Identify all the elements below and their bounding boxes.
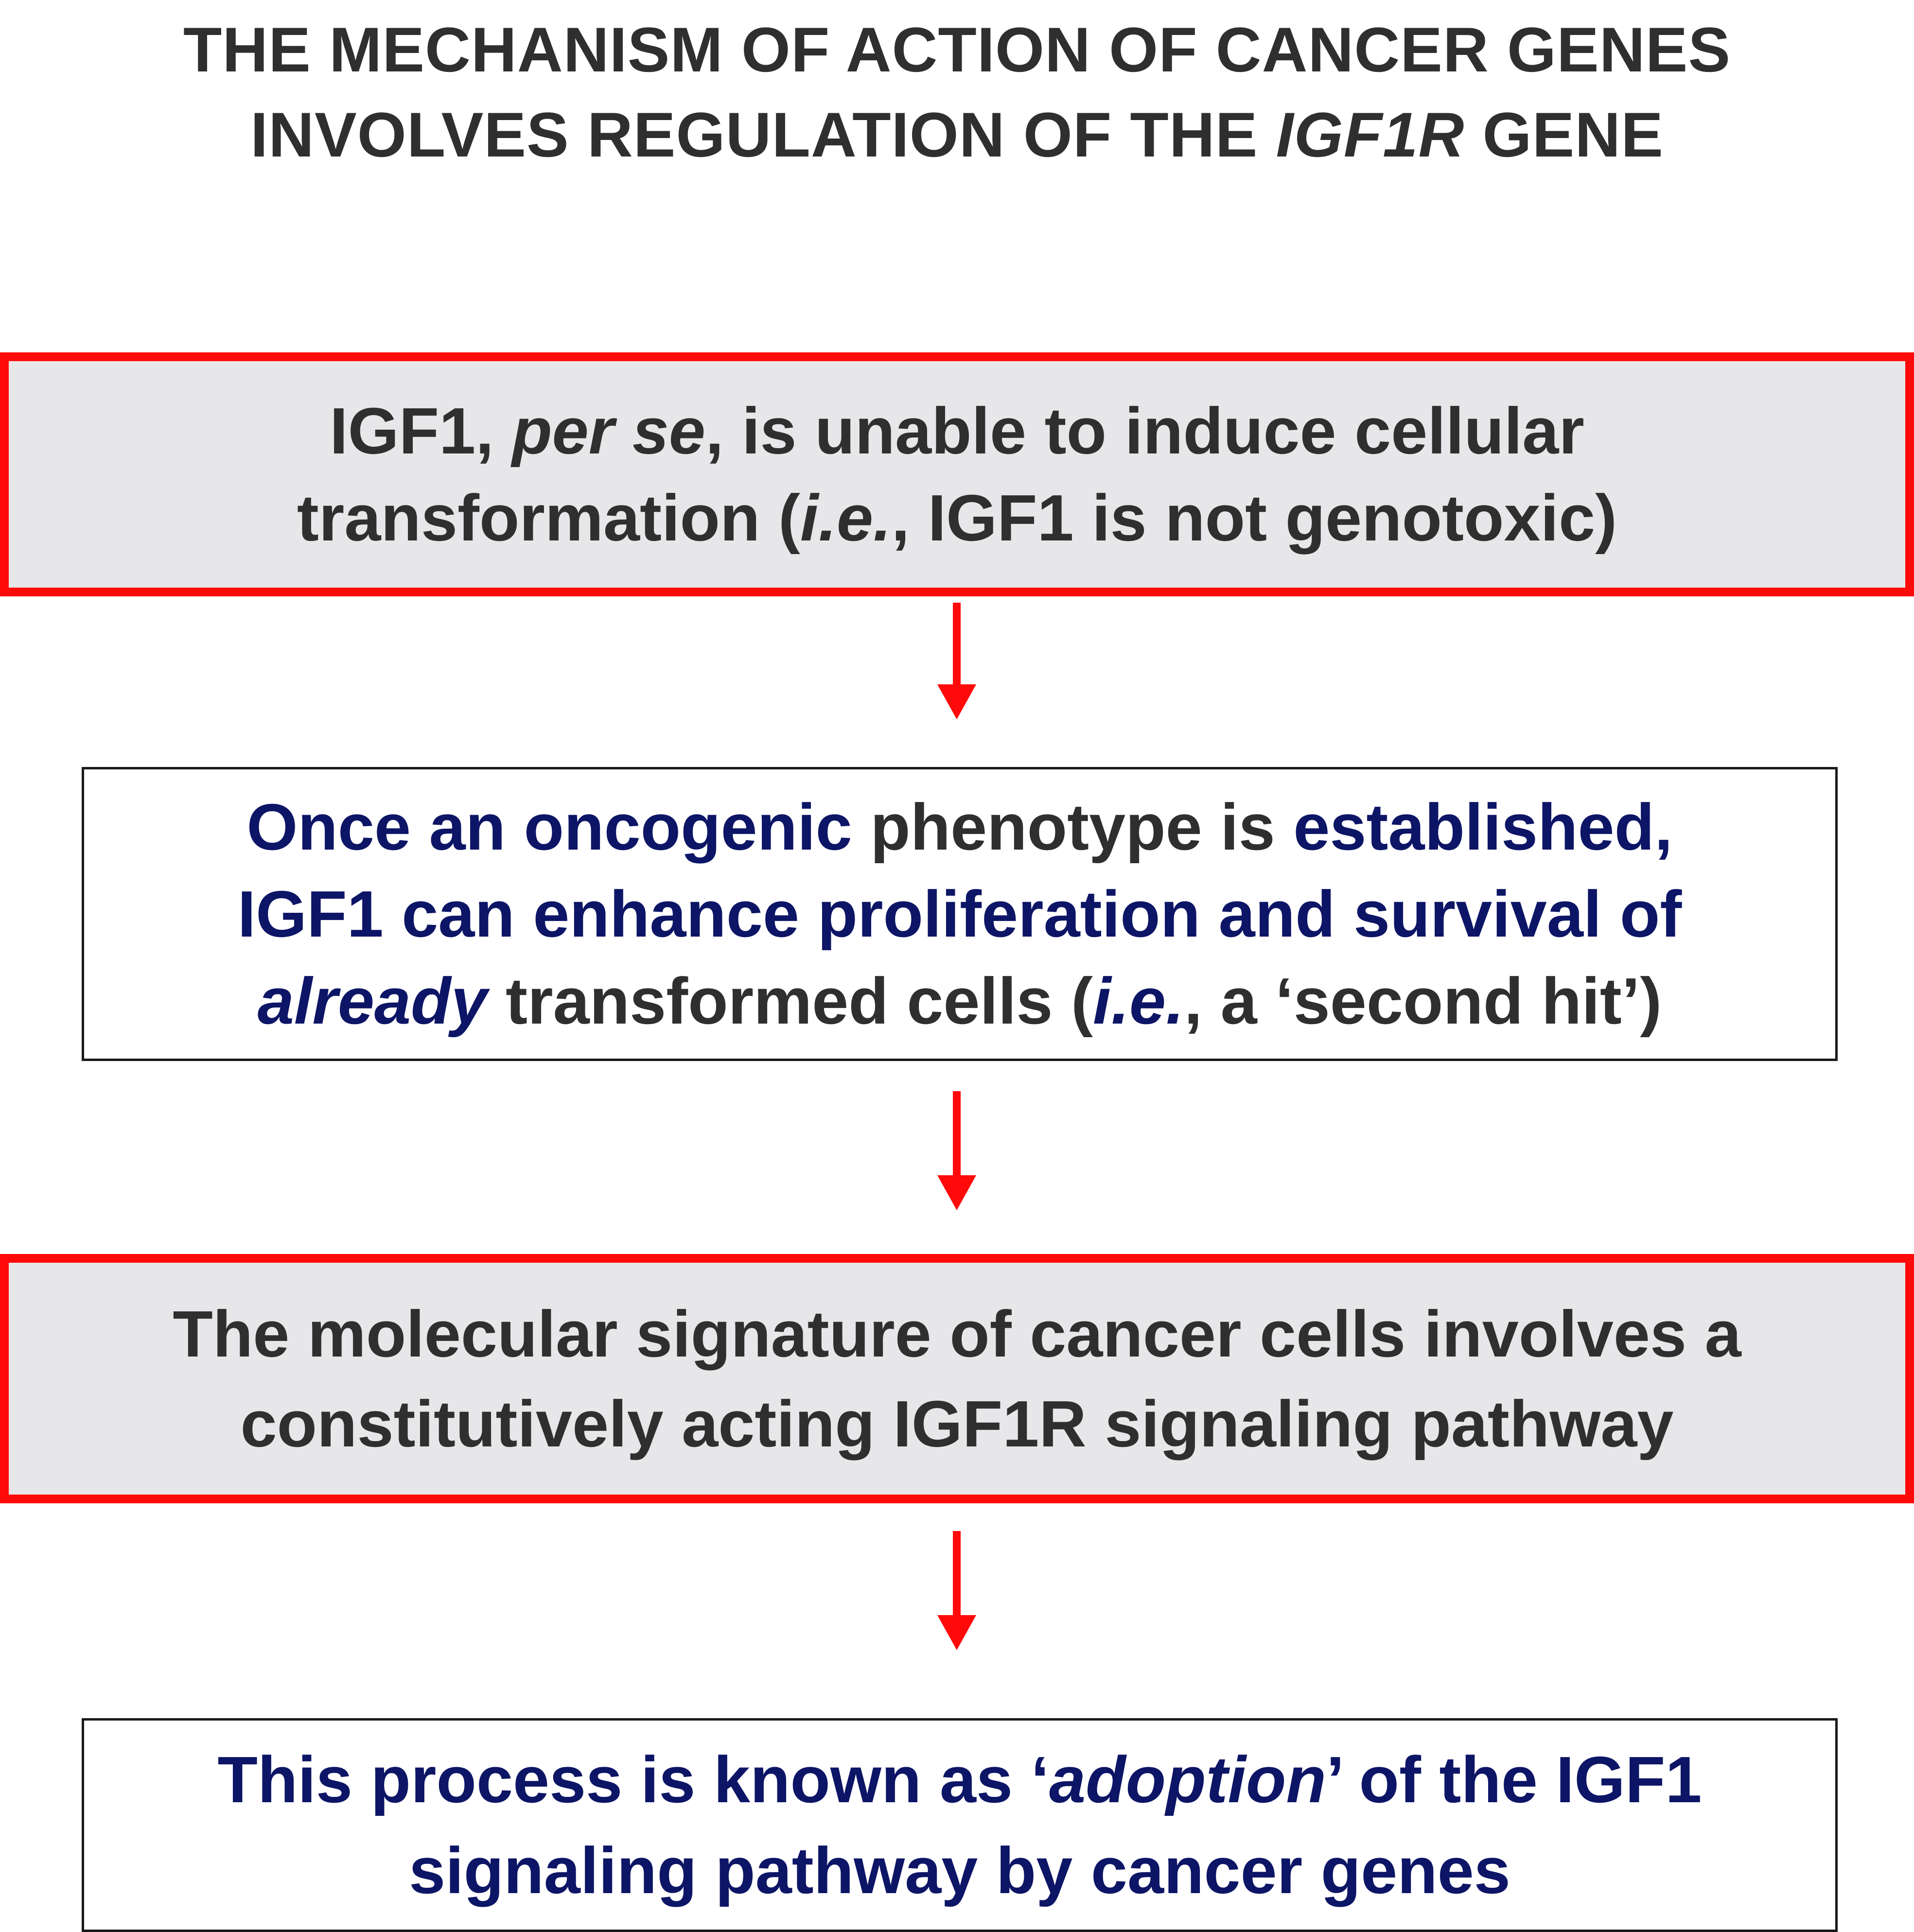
title-text: GENE xyxy=(1464,99,1664,170)
box1-line-2: transformation (i.e., IGF1 is not genoto… xyxy=(297,485,1617,551)
flow-box-molecular-signature: The molecular signature of cancer cells … xyxy=(0,1254,1914,1503)
flow-box-igf1-not-genotoxic: IGF1, per se, is unable to induce cellul… xyxy=(0,352,1914,596)
box2-line-3: already transformed cells (i.e., a ‘seco… xyxy=(258,968,1662,1034)
box1-text: transformation ( xyxy=(297,481,800,555)
down-arrow-icon xyxy=(937,1531,976,1650)
box4-line-2: signaling pathway by cancer genes xyxy=(409,1834,1510,1907)
box4-text: This process is known as ‘ xyxy=(217,1743,1050,1816)
box1-italic-text: per se xyxy=(512,394,705,468)
down-arrow-icon xyxy=(937,1091,976,1210)
box4-text: ’ of the IGF1 xyxy=(1326,1743,1702,1816)
box3-line-1: The molecular signature of cancer cells … xyxy=(173,1297,1741,1371)
diagram-title-line-1: THE MECHANISM OF ACTION OF CANCER GENES xyxy=(183,14,1731,85)
box4-line-1: This process is known as ‘adoption’ of t… xyxy=(217,1747,1702,1812)
box1-line-1: IGF1, per se, is unable to induce cellul… xyxy=(330,398,1584,464)
box1-italic-text: i.e. xyxy=(800,481,892,555)
box1-text: IGF1, xyxy=(330,394,512,468)
box2-line-2: IGF1 can enhance proliferation and survi… xyxy=(237,877,1682,951)
box2-line-1: Once an oncogenic phenotype is establish… xyxy=(246,794,1672,860)
box1-text: , is unable to induce cellular xyxy=(705,394,1584,468)
box1-text: , IGF1 is not genotoxic) xyxy=(891,481,1617,555)
flow-box-adoption: This process is known as ‘adoption’ of t… xyxy=(82,1718,1838,1932)
box4-italic-text: adoption xyxy=(1049,1743,1326,1816)
box2-text: , a ‘second hit’) xyxy=(1184,964,1662,1038)
title-text: INVOLVES REGULATION OF THE xyxy=(250,99,1276,170)
down-arrow-icon xyxy=(937,603,976,719)
box3-line-2: constitutively acting IGF1R signaling pa… xyxy=(240,1387,1674,1461)
box2-highlight-text: Once an oncogenic xyxy=(246,790,852,864)
box2-text: phenotype is xyxy=(852,790,1294,864)
box2-text: transformed cells ( xyxy=(487,964,1093,1038)
box2-italic-text: i.e. xyxy=(1092,964,1184,1038)
diagram-title-line-2: INVOLVES REGULATION OF THE IGF1R GENE xyxy=(0,85,1914,185)
flow-box-second-hit: Once an oncogenic phenotype is establish… xyxy=(82,767,1838,1061)
title-gene-name: IGF1R xyxy=(1276,99,1465,170)
box2-italic-text: already xyxy=(257,964,488,1038)
box2-highlight-text: established, xyxy=(1293,790,1673,864)
